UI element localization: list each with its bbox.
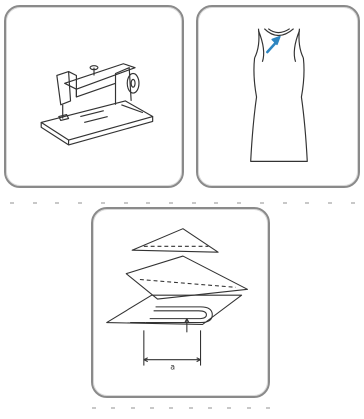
hem-fold-panel: a: [91, 207, 270, 398]
caption-strip-top: [10, 201, 355, 205]
dress-panel: [196, 5, 360, 188]
hem-fold-diagram-icon: a: [93, 209, 268, 396]
sewing-machine-panel: [4, 5, 184, 188]
caption-strip-bottom: [92, 406, 270, 410]
arrow-icon: [267, 37, 280, 53]
sewing-machine-icon: [6, 7, 182, 186]
sleeveless-dress-icon: [198, 7, 358, 186]
dimension-label: a: [170, 362, 175, 371]
